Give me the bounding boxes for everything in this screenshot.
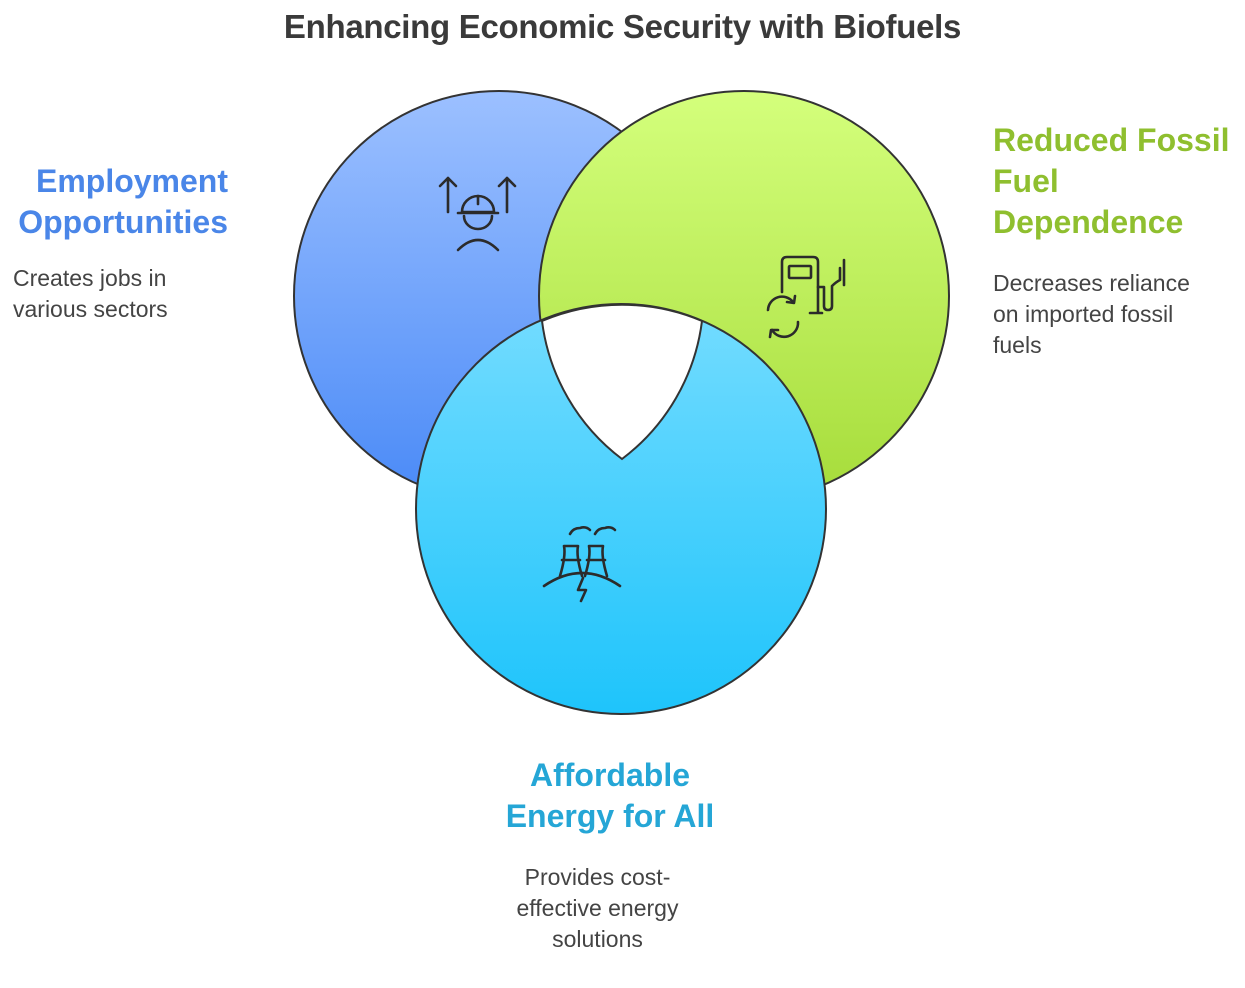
- fossil-description-line: on imported fossil: [993, 301, 1174, 327]
- fossil-heading-line: Dependence: [993, 204, 1184, 240]
- affordable-description-line: effective energy: [516, 895, 679, 921]
- employment-description-line: various sectors: [13, 296, 168, 322]
- employment-heading: Employment Opportunities: [0, 161, 228, 243]
- fossil-description: Decreases reliance on imported fossil fu…: [993, 268, 1223, 361]
- fossil-description-line: Decreases reliance: [993, 270, 1190, 296]
- fossil-heading: Reduced Fossil Fuel Dependence: [993, 120, 1238, 243]
- fuel-pump-cycle-icon: [766, 255, 846, 339]
- diagram-title: Enhancing Economic Security with Biofuel…: [283, 8, 962, 45]
- power-plant-icon: [542, 526, 622, 603]
- employment-description-line: Creates jobs in: [13, 265, 167, 291]
- worker-growth-icon: [438, 176, 517, 252]
- center-gap: [540, 303, 704, 461]
- affordable-heading-line: Energy for All: [505, 798, 715, 834]
- affordable-description-line: Provides cost-: [524, 864, 671, 890]
- employment-description: Creates jobs in various sectors: [13, 263, 203, 325]
- affordable-heading-line: Affordable: [530, 757, 690, 793]
- fossil-description-line: fuels: [993, 332, 1042, 358]
- affordable-heading: Affordable Energy for All: [460, 755, 760, 837]
- employment-heading-line: Opportunities: [18, 204, 228, 240]
- affordable-description: Provides cost- effective energy solution…: [490, 862, 705, 955]
- affordable-description-line: solutions: [552, 926, 643, 952]
- fossil-heading-line: Fuel: [993, 163, 1059, 199]
- fossil-heading-line: Reduced Fossil: [993, 122, 1230, 158]
- employment-heading-line: Employment: [35, 163, 228, 199]
